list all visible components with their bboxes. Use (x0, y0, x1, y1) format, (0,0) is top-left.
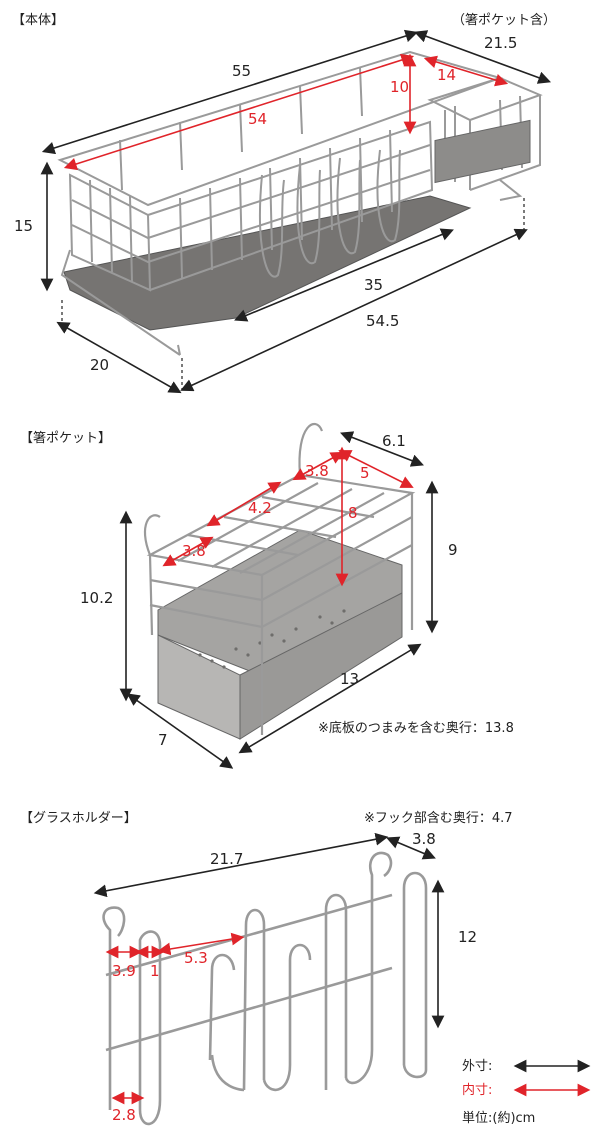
dim-chop-depth-top: 6.1 (382, 432, 406, 450)
main-section-title: 【本体】 (12, 13, 65, 28)
dim-main-length-outer: 55 (232, 62, 252, 80)
main-section-subtitle: （箸ポケット含） (452, 13, 557, 28)
dim-chop-inner-a: 3.8 (305, 462, 329, 480)
dim-chop-height-right: 9 (448, 541, 458, 559)
dim-main-height: 15 (14, 217, 34, 235)
dim-chop-inner-e: 3.8 (182, 542, 206, 560)
chopstick-section-title: 【箸ポケット】 (20, 431, 112, 446)
chopstick-pocket-illustration (119, 422, 439, 769)
dim-chop-inner-d: 8 (348, 504, 358, 522)
chopstick-note: ※底板のつまみを含む奥行：13.8 (318, 721, 514, 736)
dish-rack-illustration (40, 29, 552, 394)
dim-glass-depth: 3.8 (412, 830, 436, 848)
dim-main-length-inner: 54 (248, 110, 268, 128)
dim-main-pocket-width-inner: 14 (437, 66, 457, 84)
dim-glass-inner-c: 5.3 (184, 949, 208, 967)
dim-main-pocket-height-inner: 10 (390, 78, 410, 96)
legend-unit-label: 単位:(約)cm (462, 1111, 536, 1126)
dim-main-depth: 20 (90, 356, 110, 374)
dim-main-tray-length: 35 (364, 276, 384, 294)
dim-glass-inner-d: 2.8 (112, 1106, 136, 1124)
dim-glass-height: 12 (458, 928, 478, 946)
dim-glass-inner-a: 3.9 (112, 962, 136, 980)
dim-main-pocket-depth: 21.5 (484, 34, 518, 52)
glass-section-title: 【グラスホルダー】 (20, 811, 137, 826)
legend-outer-label: 外寸: (462, 1059, 493, 1074)
dim-glass-width: 21.7 (210, 850, 244, 868)
legend-inner-label: 内寸: (462, 1083, 493, 1098)
dim-chop-depth-bottom: 7 (158, 731, 168, 749)
dim-chop-inner-b: 5 (360, 464, 370, 482)
glass-note: ※フック部含む奥行：4.7 (364, 811, 513, 826)
dim-chop-height-left: 10.2 (80, 589, 114, 607)
glass-holder-illustration (93, 832, 445, 1126)
dim-chop-width: 13 (340, 670, 360, 688)
dim-chop-inner-c: 4.2 (248, 499, 272, 517)
dim-glass-inner-b: 1 (150, 962, 160, 980)
dim-main-base-length: 54.5 (366, 312, 400, 330)
